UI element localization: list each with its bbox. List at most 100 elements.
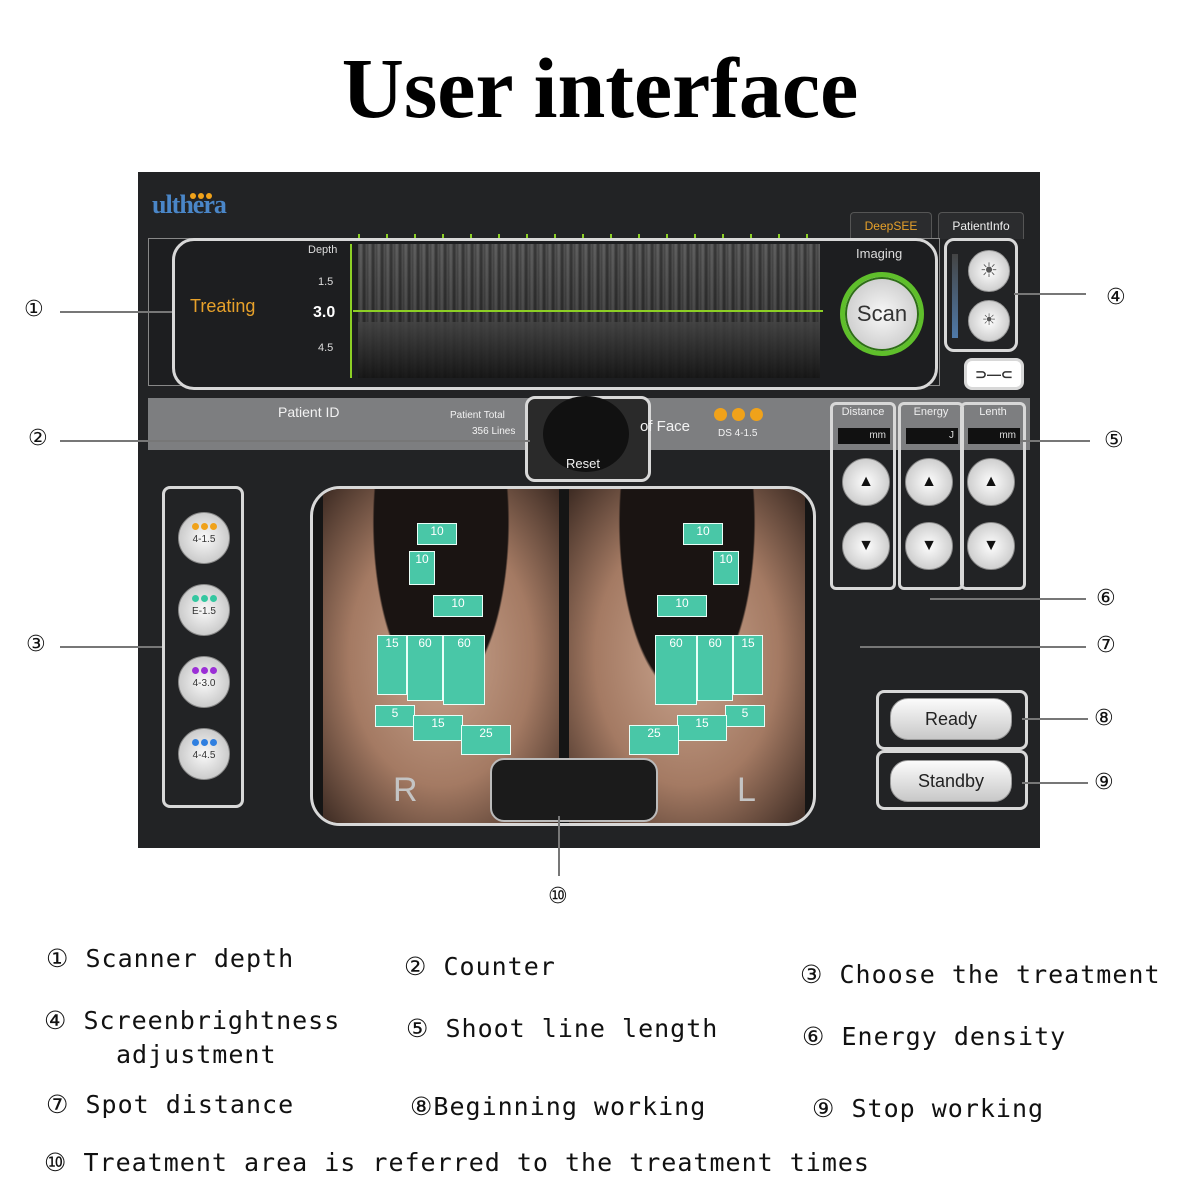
patient-total-label: Patient Total	[450, 410, 505, 421]
legend-item-2: ② Counter	[404, 952, 556, 981]
zone-cheek-right[interactable]: 15	[377, 635, 407, 695]
callout-1: ①	[24, 297, 44, 322]
transducer-dots-icon	[714, 408, 768, 426]
page-title: User interface	[341, 40, 859, 136]
reset-button[interactable]: Reset	[566, 456, 600, 471]
callout-8: ⑧	[1094, 706, 1114, 731]
zone-jaw-right[interactable]: 25	[461, 725, 511, 755]
logo-dots-icon	[190, 186, 214, 204]
energy-label: Energy	[913, 406, 949, 418]
distance-up-button[interactable]: ▲	[842, 458, 890, 506]
length-down-button[interactable]: ▼	[967, 522, 1015, 570]
dot-icon	[191, 595, 199, 602]
transducer-label: 4-1.5	[192, 534, 216, 545]
depth-ruler	[350, 244, 352, 378]
legend-item-1: ① Scanner depth	[46, 944, 295, 973]
distance-down-button[interactable]: ▼	[842, 522, 890, 570]
standby-button[interactable]: Standby	[890, 760, 1012, 802]
legend-item-3: ③ Choose the treatment	[800, 960, 1161, 989]
depth-tick: 1.5	[318, 276, 334, 288]
wrench-icon[interactable]: ⊃—⊂	[964, 358, 1024, 390]
energy-down-button[interactable]: ▼	[905, 522, 953, 570]
callout-line	[60, 440, 530, 442]
callout-line	[930, 598, 1086, 600]
zone-cheek-left[interactable]: 15	[733, 635, 763, 695]
depth-selected[interactable]: 3.0	[313, 304, 336, 321]
zone-cheek-left[interactable]: 60	[697, 635, 733, 701]
imaging-label: Imaging	[856, 246, 903, 261]
transducer-panel	[162, 486, 244, 808]
device-screen: ulthera DeepSEE PatientInfo Treating Dep…	[138, 172, 1040, 848]
callout-2: ②	[28, 426, 48, 451]
zone-jaw-left[interactable]: 5	[725, 705, 765, 727]
zone-jaw-left[interactable]: 15	[677, 715, 727, 741]
treating-status: Treating	[190, 296, 256, 316]
zone-jaw-right[interactable]: 5	[375, 705, 415, 727]
distance-label: Distance	[841, 406, 885, 418]
callout-line	[60, 646, 162, 648]
callout-6: ⑥	[1096, 586, 1116, 611]
zone-eye-right[interactable]: 10	[417, 523, 457, 545]
zone-cheek-right[interactable]: 60	[443, 635, 485, 705]
brightness-slider[interactable]	[952, 254, 958, 338]
top-ruler	[358, 234, 820, 238]
line-counter: 356 Lines	[472, 426, 516, 437]
ready-panel	[876, 690, 1028, 750]
tab-patientinfo[interactable]: PatientInfo	[938, 212, 1024, 239]
brightness-down-icon[interactable]: ☀	[968, 300, 1010, 342]
zone-eye-left[interactable]: 10	[657, 595, 707, 617]
zone-cheek-right[interactable]: 60	[407, 635, 443, 701]
callout-10: ⑩	[548, 884, 568, 909]
energy-value: J	[906, 428, 958, 444]
ready-button[interactable]: Ready	[890, 698, 1012, 740]
depth-label: Depth	[308, 244, 338, 256]
callout-line	[1020, 440, 1090, 442]
callout-7: ⑦	[1096, 633, 1116, 658]
dot-icon	[191, 523, 199, 530]
legend-item-9: ⑨ Stop working	[812, 1094, 1045, 1123]
right-side-label: R	[393, 771, 418, 809]
length-value: mm	[968, 428, 1020, 444]
transducer-4-4.5-button[interactable]: 4-4.5	[178, 728, 230, 780]
length-column	[960, 402, 1026, 590]
dot-icon	[191, 667, 199, 674]
transducer-label: 4-4.5	[192, 750, 216, 761]
length-up-button[interactable]: ▲	[967, 458, 1015, 506]
transducer-e-1.5-button[interactable]: E-1.5	[178, 584, 230, 636]
scan-button[interactable]: Scan	[840, 272, 924, 356]
callout-line	[60, 311, 172, 313]
brightness-up-icon[interactable]: ☀	[968, 250, 1010, 292]
transducer-label: DS 4-1.5	[718, 428, 758, 439]
zone-eye-right[interactable]: 10	[433, 595, 483, 617]
zone-eye-left[interactable]: 10	[713, 551, 739, 585]
brightness-panel	[944, 238, 1018, 352]
zone-cheek-left[interactable]: 60	[655, 635, 697, 705]
standby-panel	[876, 750, 1028, 810]
transducer-4-1.5-button[interactable]: 4-1.5	[178, 512, 230, 564]
zone-eye-left[interactable]: 10	[683, 523, 723, 545]
tab-deepsee[interactable]: DeepSEE	[850, 212, 932, 239]
legend-item-7: ⑦ Spot distance	[46, 1090, 295, 1119]
distance-value: mm	[838, 428, 890, 444]
energy-up-button[interactable]: ▲	[905, 458, 953, 506]
callout-line	[1022, 782, 1088, 784]
depth-tick: 4.5	[318, 342, 334, 354]
zone-eye-right[interactable]: 10	[409, 551, 435, 585]
distance-column	[830, 402, 896, 590]
legend-item-10: ⑩ Treatment area is referred to the trea…	[44, 1148, 870, 1177]
focus-line	[353, 310, 823, 312]
legend-item-6: ⑥ Energy density	[802, 1022, 1067, 1051]
callout-line	[558, 816, 560, 876]
legend-item-4: ④ Screenbrightness	[44, 1006, 341, 1035]
length-label: Lenth	[979, 406, 1007, 418]
callout-4: ④	[1106, 285, 1126, 310]
zone-jaw-left[interactable]: 25	[629, 725, 679, 755]
callout-line	[860, 646, 1086, 648]
ultrasound-shadow	[358, 322, 820, 378]
legend-item-4-cont: adjustment	[116, 1040, 277, 1069]
transducer-label: 4-3.0	[192, 678, 216, 689]
ulthera-logo: ulthera	[152, 190, 227, 219]
transducer-4-3.0-button[interactable]: 4-3.0	[178, 656, 230, 708]
zone-jaw-right[interactable]: 15	[413, 715, 463, 741]
legend-item-8: ⑧Beginning working	[410, 1092, 707, 1121]
